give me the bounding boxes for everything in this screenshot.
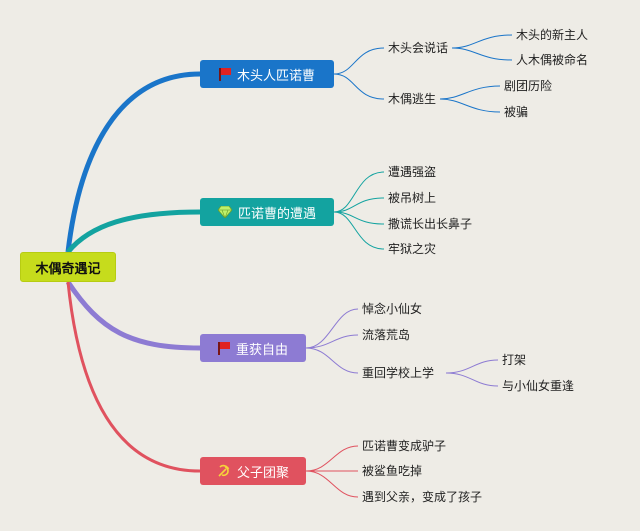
branch-2-label: 匹诺曹的遭遇	[237, 206, 316, 222]
connector-b3-c1	[305, 308, 359, 349]
red-flag-icon	[217, 342, 230, 355]
connector-b1-c1	[333, 47, 385, 75]
diamond-gem-icon	[217, 206, 232, 218]
connector-c12-g2	[439, 98, 501, 113]
root-label: 木偶奇遇记	[35, 261, 101, 277]
topic-1-2[interactable]: 木偶逃生	[388, 92, 437, 106]
connector-root-b1	[65, 71, 201, 253]
connector-b4-c1	[305, 445, 359, 472]
connector-b1-c2	[333, 73, 385, 100]
topic-4-1[interactable]: 匹诺曹变成驴子	[362, 439, 447, 453]
connector-b3-c2	[305, 334, 359, 349]
topic-3-2[interactable]: 流落荒岛	[362, 328, 411, 342]
connector-c11-g1	[451, 34, 513, 49]
topic-1-1[interactable]: 木头会说话	[388, 41, 449, 55]
subtopic-1-1-1[interactable]: 木头的新主人	[516, 28, 589, 42]
topic-3-1[interactable]: 悼念小仙女	[362, 302, 423, 316]
subtopic-3-3-2[interactable]: 与小仙女重逢	[502, 379, 575, 393]
topic-2-4[interactable]: 牢狱之灾	[388, 242, 437, 256]
branch-node-4[interactable]: 父子团聚	[200, 457, 306, 485]
branch-node-3[interactable]: 重获自由	[200, 334, 306, 362]
connector-root-b3	[65, 280, 201, 351]
branch-4-label: 父子团聚	[236, 465, 289, 481]
topic-3-3[interactable]: 重回学校上学	[362, 366, 435, 380]
connector-b2-c1	[333, 171, 385, 213]
hammer-sickle-icon	[218, 464, 230, 477]
subtopic-1-1-2[interactable]: 人木偶被命名	[516, 53, 589, 67]
connector-b4-c3	[305, 470, 359, 498]
branch-node-1[interactable]: 木头人匹诺曹	[200, 60, 334, 88]
connector-b2-c2	[333, 197, 385, 213]
branch-node-2[interactable]: 匹诺曹的遭遇	[200, 198, 334, 226]
root-node[interactable]: 木偶奇遇记	[20, 252, 116, 282]
connector-c12-g1	[439, 85, 501, 100]
connector-c11-g2	[451, 47, 513, 61]
connector-b2-c4	[333, 211, 385, 250]
connector-root-b2	[66, 209, 201, 254]
branch-1-label: 木头人匹诺曹	[236, 68, 315, 84]
topic-2-2[interactable]: 被吊树上	[388, 191, 437, 205]
branch-3-label: 重获自由	[235, 342, 288, 358]
topic-4-3[interactable]: 遇到父亲，变成了孩子	[362, 490, 483, 504]
connector-c33-g1	[445, 359, 499, 374]
subtopic-3-3-1[interactable]: 打架	[502, 353, 527, 367]
connector-c33-g2	[445, 372, 499, 387]
connector-b3-c3	[305, 347, 359, 374]
subtopic-1-2-1[interactable]: 剧团历险	[504, 79, 553, 93]
topic-2-3[interactable]: 撒谎长出长鼻子	[388, 217, 473, 231]
red-flag-icon	[218, 68, 231, 81]
connector-root-b4	[66, 281, 201, 473]
topic-4-2[interactable]: 被鲨鱼吃掉	[362, 464, 423, 478]
topic-2-1[interactable]: 遭遇强盗	[388, 165, 437, 179]
subtopic-1-2-2[interactable]: 被骗	[504, 105, 529, 119]
